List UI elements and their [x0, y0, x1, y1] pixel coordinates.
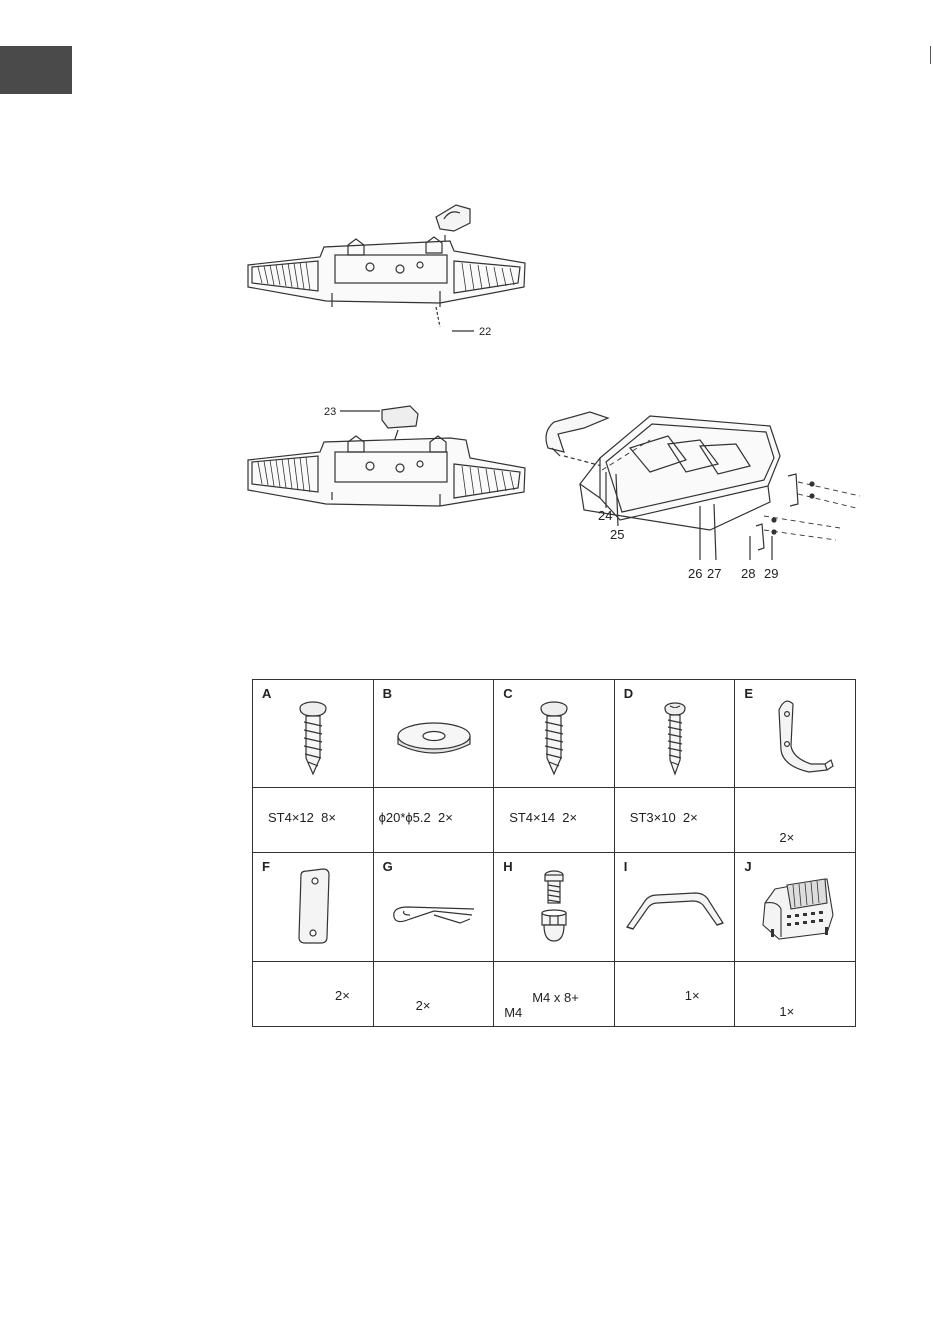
- pan-head-tapping-screw-icon: [253, 680, 373, 787]
- spec-cell-c: ST4×14 2×: [494, 788, 615, 853]
- spec-cell-i: 1×: [614, 961, 735, 1026]
- spec-cell-h: M4 x 8+ M4: [494, 961, 615, 1026]
- part-spec: 1×: [735, 1004, 855, 1019]
- parts-image-row: F G H: [253, 853, 856, 961]
- part-cell-i: I: [614, 853, 735, 961]
- page-edge-mark: [930, 46, 931, 64]
- section-tab: [0, 46, 72, 94]
- part-spec-line-2: M4: [494, 1005, 614, 1020]
- callout-24: 24: [598, 508, 612, 523]
- assembly-step-2-illustration: 23: [240, 400, 540, 515]
- assembly-step-1-illustration: 22: [240, 195, 540, 345]
- spec-cell-a: ST4×12 8×: [253, 788, 374, 853]
- callout-26: 26: [688, 566, 702, 581]
- part-cell-d: D: [614, 680, 735, 788]
- part-spec: 1×: [615, 988, 735, 1003]
- part-cell-g: G: [373, 853, 494, 961]
- parts-list-table: A B C: [252, 679, 856, 1027]
- part-spec: ST4×12 8×: [253, 810, 373, 825]
- flat-washer-icon: [374, 680, 494, 787]
- part-spec: 2×: [735, 830, 855, 845]
- part-cell-e: E: [735, 680, 856, 788]
- plate-bracket-icon: [253, 853, 373, 960]
- bolt-and-cap-nut-icon: [494, 853, 614, 960]
- spec-cell-e: 2×: [735, 788, 856, 853]
- parts-spec-row: ST4×12 8× ϕ20*ϕ5.2 2× ST4×14 2× ST3×10 2…: [253, 788, 856, 853]
- callout-28: 28: [741, 566, 755, 581]
- part-cell-f: F: [253, 853, 374, 961]
- part-spec: ST4×14 2×: [494, 810, 614, 825]
- spec-cell-g: 2×: [373, 961, 494, 1026]
- part-cell-b: B: [373, 680, 494, 788]
- part-cell-h: H: [494, 853, 615, 961]
- part-cell-c: C: [494, 680, 615, 788]
- callout-25: 25: [610, 527, 624, 542]
- callout-23: 23: [324, 406, 336, 418]
- part-spec: M4 x 8+: [494, 990, 614, 1005]
- callout-22: 22: [479, 326, 491, 338]
- parts-image-row: A B C: [253, 680, 856, 788]
- handle-icon: [615, 853, 735, 960]
- assembly-step-3-illustration: 24 25 26 27 28 29: [540, 400, 870, 585]
- part-spec: 2×: [374, 998, 494, 1013]
- hook-bracket-icon: [735, 680, 855, 787]
- spec-cell-f: 2×: [253, 961, 374, 1026]
- parts-spec-row: 2× 2× M4 x 8+ M4 1× 1×: [253, 961, 856, 1026]
- part-spec: ST3×10 2×: [615, 810, 735, 825]
- phillips-tapping-screw-icon: [615, 680, 735, 787]
- grill-box-icon: [735, 853, 855, 960]
- part-spec: ϕ20*ϕ5.2 2×: [374, 810, 494, 825]
- callout-29: 29: [764, 566, 778, 581]
- callout-27: 27: [707, 566, 721, 581]
- spec-cell-j: 1×: [735, 961, 856, 1026]
- spec-cell-d: ST3×10 2×: [614, 788, 735, 853]
- pan-head-tapping-screw-icon: [494, 680, 614, 787]
- part-cell-a: A: [253, 680, 374, 788]
- spec-cell-b: ϕ20*ϕ5.2 2×: [373, 788, 494, 853]
- cotter-pin-icon: [374, 853, 494, 960]
- part-spec: 2×: [253, 988, 373, 1003]
- part-cell-j: J: [735, 853, 856, 961]
